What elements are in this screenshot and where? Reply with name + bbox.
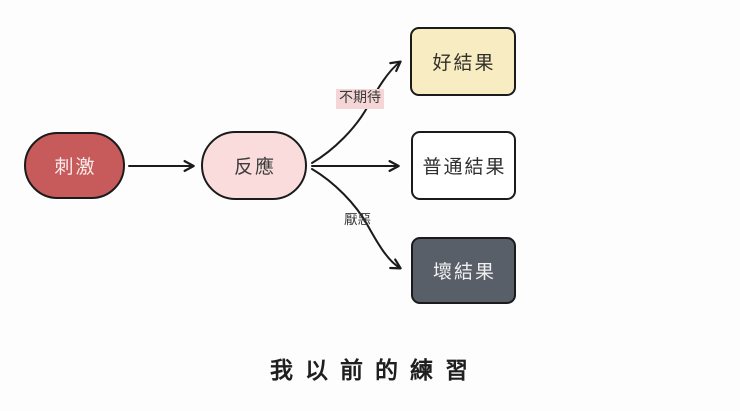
node-bad-result: 壞結果 — [411, 237, 516, 304]
node-response-label: 反應 — [233, 156, 276, 178]
node-good-result: 好結果 — [410, 27, 516, 96]
node-good-result-label: 好結果 — [432, 52, 496, 74]
edge-label-aversion: 厭惡 — [344, 212, 371, 228]
diagram-caption: 我 以 前 的 練 習 — [269, 358, 471, 384]
edge-response-to-bad-result — [311, 168, 402, 270]
node-normal-result-label: 普通結果 — [422, 156, 507, 178]
node-response: 反應 — [201, 131, 307, 200]
node-normal-result: 普通結果 — [411, 131, 516, 200]
edge-label-not-expecting: 不期待 — [336, 89, 384, 109]
node-bad-result-label: 壞結果 — [432, 261, 496, 283]
node-stimulus: 刺激 — [24, 132, 125, 199]
edge-response-to-good-result — [311, 60, 402, 164]
node-stimulus-label: 刺激 — [54, 156, 97, 178]
